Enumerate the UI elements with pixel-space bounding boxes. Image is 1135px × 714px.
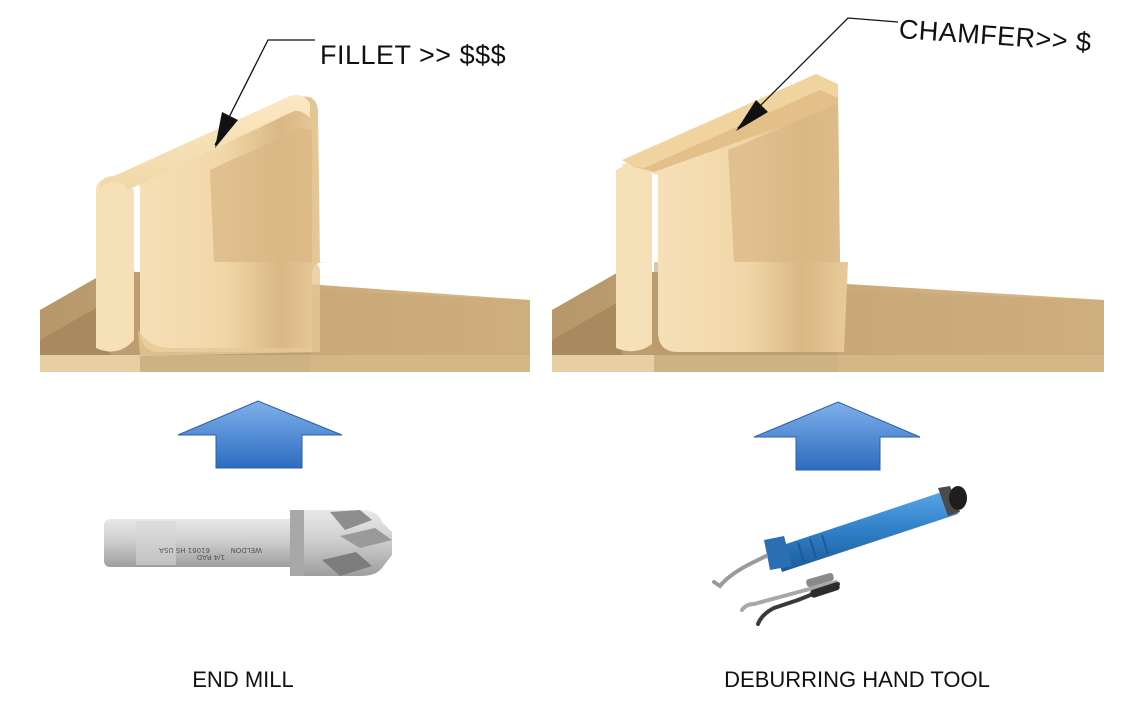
up-arrow-icon [753,401,921,471]
fillet-leader-line [214,39,315,146]
chamfer-panel: CHAMFER>> $ DEBURRING HAND TOOL [548,0,1135,714]
chamfer-edge [622,74,838,168]
chamfer-part-illustration [552,17,1104,626]
end-mill-icon: 61061 HS USA 1/4 RAD WELDON [104,510,392,576]
fillet-panel: 61061 HS USA 1/4 RAD WELDON FILLET >> $$… [0,0,560,714]
fillet-part-illustration: 61061 HS USA 1/4 RAD WELDON [40,39,530,576]
svg-text:1/4 RAD: 1/4 RAD [197,553,225,561]
fillet-edge [100,95,310,192]
rib-front-edge [616,160,652,352]
svg-text:WELDON: WELDON [231,546,262,554]
chamfer-leader-line [737,17,899,129]
rib-front-edge [96,178,134,352]
fillet-callout-label: FILLET >> $$$ [320,40,507,70]
chamfer-leader-arrowhead [736,100,768,131]
deburring-tool-caption: DEBURRING HAND TOOL [724,667,990,692]
deburring-tool-icon [712,486,967,626]
svg-text:61061 HS USA: 61061 HS USA [159,546,210,554]
up-arrow-icon [177,400,343,469]
end-mill-caption: END MILL [192,667,294,692]
fillet-leader-arrowhead [215,112,238,148]
